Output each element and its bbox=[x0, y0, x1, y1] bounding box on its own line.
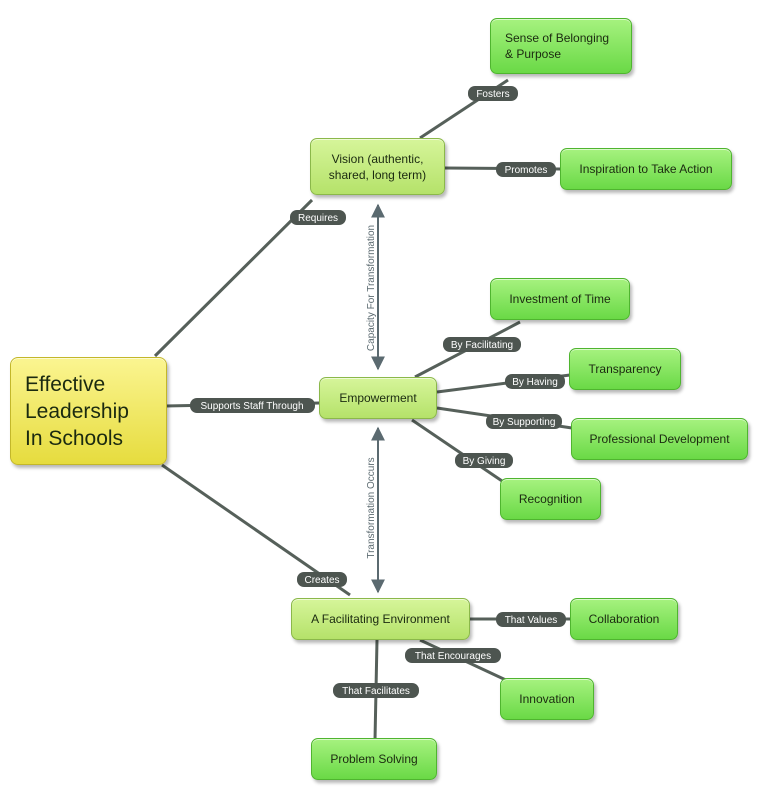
node-label: Investment of Time bbox=[509, 292, 611, 306]
node-label: Transparency bbox=[588, 362, 662, 376]
svg-text:By Having: By Having bbox=[512, 377, 558, 388]
link-label-encourages: That Encourages bbox=[405, 648, 501, 663]
svg-text:Creates: Creates bbox=[304, 575, 339, 586]
link-label-facilitates: That Facilitates bbox=[333, 683, 419, 698]
link-label-values: That Values bbox=[496, 612, 566, 627]
svg-text:By Facilitating: By Facilitating bbox=[451, 340, 513, 351]
node-label: Vision (authentic, shared, long term) bbox=[328, 151, 427, 182]
node-transparency[interactable]: Transparency bbox=[569, 348, 681, 390]
edge-root-vision bbox=[153, 198, 314, 358]
node-label: Collaboration bbox=[588, 612, 660, 626]
node-effective-leadership[interactable]: Effective Leadership In Schools bbox=[10, 357, 167, 465]
node-label: Innovation bbox=[519, 692, 575, 706]
node-label: Sense of Belonging & Purpose bbox=[505, 31, 610, 61]
node-label: Inspiration to Take Action bbox=[579, 162, 713, 176]
svg-text:That Facilitates: That Facilitates bbox=[342, 686, 410, 697]
svg-text:By Supporting: By Supporting bbox=[493, 417, 556, 428]
link-label-supporting: By Supporting bbox=[486, 414, 562, 429]
link-label-fosters: Fosters bbox=[468, 86, 518, 101]
link-label-creates: Creates bbox=[297, 572, 347, 587]
edge-emp-recognition bbox=[411, 418, 506, 485]
svg-text:Fosters: Fosters bbox=[476, 89, 509, 100]
node-sense-of-belonging[interactable]: Sense of Belonging & Purpose bbox=[490, 18, 632, 74]
node-inspiration[interactable]: Inspiration to Take Action bbox=[560, 148, 732, 190]
svg-text:Capacity For Transformation: Capacity For Transformation bbox=[366, 225, 377, 351]
svg-text:Promotes: Promotes bbox=[505, 165, 548, 176]
svg-text:Transformation Occurs: Transformation Occurs bbox=[366, 457, 377, 558]
link-label-capacity: Capacity For Transformation bbox=[366, 225, 377, 351]
link-label-supports: Supports Staff Through bbox=[190, 398, 315, 413]
node-investment-of-time[interactable]: Investment of Time bbox=[490, 278, 630, 320]
svg-text:That Encourages: That Encourages bbox=[415, 651, 491, 662]
node-professional-development[interactable]: Professional Development bbox=[571, 418, 748, 460]
link-label-promotes: Promotes bbox=[496, 162, 556, 177]
svg-text:That Values: That Values bbox=[505, 615, 558, 626]
link-label-having: By Having bbox=[505, 374, 565, 389]
node-label: Effective Leadership In Schools bbox=[25, 372, 129, 450]
svg-text:By Giving: By Giving bbox=[463, 456, 506, 467]
node-label: Problem Solving bbox=[330, 752, 418, 766]
link-label-facilitating: By Facilitating bbox=[443, 337, 521, 352]
node-innovation[interactable]: Innovation bbox=[500, 678, 594, 720]
node-recognition[interactable]: Recognition bbox=[500, 478, 601, 520]
link-label-requires: Requires bbox=[290, 210, 346, 225]
link-label-occurs: Transformation Occurs bbox=[366, 457, 377, 558]
link-label-giving: By Giving bbox=[455, 453, 513, 468]
node-collaboration[interactable]: Collaboration bbox=[570, 598, 678, 640]
node-label: Professional Development bbox=[589, 432, 730, 446]
svg-text:Supports Staff Through: Supports Staff Through bbox=[200, 401, 303, 412]
node-vision[interactable]: Vision (authentic, shared, long term) bbox=[310, 138, 445, 195]
node-facilitating-environment[interactable]: A Facilitating Environment bbox=[291, 598, 470, 640]
node-label: Empowerment bbox=[339, 391, 417, 405]
node-label: A Facilitating Environment bbox=[311, 612, 450, 626]
node-label: Recognition bbox=[518, 492, 583, 506]
node-empowerment[interactable]: Empowerment bbox=[319, 377, 437, 419]
node-problem-solving[interactable]: Problem Solving bbox=[311, 738, 437, 780]
svg-text:Requires: Requires bbox=[298, 213, 338, 224]
